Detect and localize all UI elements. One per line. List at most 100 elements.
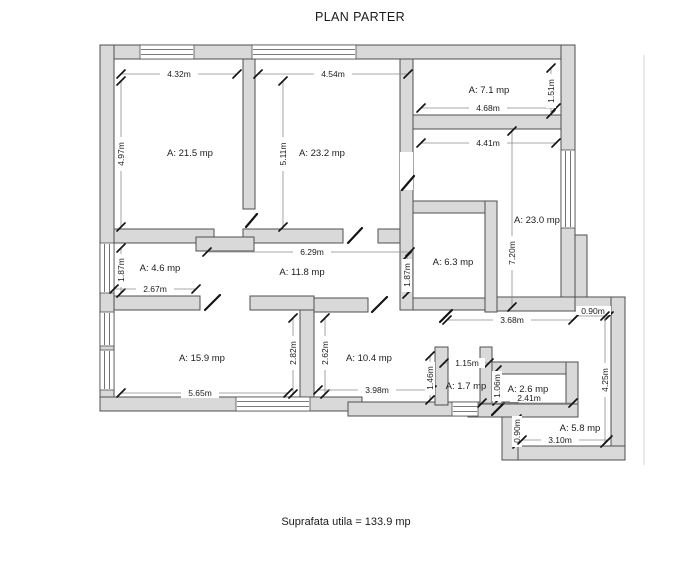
dimension: 3.68m [442,315,578,325]
door-leaf [203,293,222,312]
dimension-label: 2.41m [517,393,541,403]
dimension: 0.90m [512,414,522,449]
room-area-label: A: 2.6 mp [508,384,549,395]
dimension: 1.87m [402,251,412,299]
dimension-label: 2.62m [320,341,330,365]
door-leaf [438,308,454,324]
wall-segment [610,296,626,461]
page-title: PLAN PARTER [315,10,405,24]
window-symbol [235,396,311,412]
door-leaf [346,226,364,245]
window-symbol [99,242,115,294]
window-symbol [560,149,576,229]
wall-segment [113,228,215,244]
dimension-label: 3.68m [500,315,524,325]
dimension-label: 2.67m [143,284,167,294]
window-symbol [251,44,357,60]
room-area-label: A: 23.2 mp [299,148,345,159]
wall-segment [242,228,344,244]
dimension-label: 6.29m [300,247,324,257]
dimension: 4.54m [253,69,413,79]
wall-segment [504,445,626,461]
dimension-label: 2.82m [288,341,298,365]
room-area-label: A: 4.6 mp [140,263,181,274]
dimension: 2.67m [109,284,201,294]
wall-segment [99,396,363,412]
window-symbol [99,311,115,347]
windows [99,44,576,417]
wall-segment [574,234,588,301]
dimension: 1.51m [546,63,556,119]
wall-segment [496,296,576,312]
room-labels: A: 21.5 mp A: 23.2 mp A: 7.1 mp A: 23.0 … [140,85,601,434]
door-leaf [400,174,416,192]
dimension-label: 1.87m [402,263,412,287]
room-area-label: A: 23.0 mp [514,215,560,226]
dimension: 4.68m [416,103,561,113]
dimension-label: 3.98m [365,385,389,395]
dimension-label: 5.65m [188,388,212,398]
door-leaf [244,212,259,229]
dimension-label: 4.41m [476,138,500,148]
dimension-label: 1.87m [116,258,126,282]
room-area-label: A: 1.7 mp [446,381,487,392]
dimension: 4.97m [116,76,126,232]
window-symbol [139,44,195,60]
dimension-label: 0.90m [512,419,522,443]
dimension: 5.65m [116,388,293,398]
dimension-label: 4.54m [321,69,345,79]
wall-segment [412,297,486,311]
dimension: 4.32m [116,69,242,79]
dimension: 2.82m [288,313,298,399]
dimension-label: 4.68m [476,103,500,113]
room-area-label: A: 7.1 mp [469,85,510,96]
dimension: 3.98m [313,385,437,395]
wall-segment [479,346,493,406]
dimension: 0.90m [572,306,614,321]
wall-segment [467,403,579,418]
wall-segment [412,114,562,130]
wall-segment [113,295,201,311]
dimension: 5.11m [278,76,288,232]
dimension: 1.06m [492,365,502,406]
dimension-label: 1.51m [546,79,556,103]
wall-segment [299,309,315,398]
door-leaf [490,401,506,417]
wall-segment [434,346,449,406]
room-area-label: A: 5.8 mp [560,423,601,434]
room-area-label: A: 10.4 mp [346,353,392,364]
room-area-label: A: 21.5 mp [167,148,213,159]
wall-segment [313,297,369,313]
dimension: 2.62m [320,313,330,399]
dimension-label: 5.11m [278,143,288,166]
dimension: 1.87m [116,243,126,298]
dimension-label: 4.25m [600,368,610,392]
dimension: 1.15m [439,358,494,368]
room-area-label: A: 6.3 mp [433,257,474,268]
room-area-label: A: 11.8 mp [279,267,324,278]
wall-segment [195,236,255,252]
wall-segment [491,361,579,375]
window-symbol [451,401,479,417]
dimension: 3.10m [517,435,613,445]
wall-segment [249,295,315,311]
dimension-label: 1.06m [492,374,502,398]
dimension: 4.41m [416,138,561,148]
dimension: 2.41m [477,393,578,408]
wall-segment [242,58,256,210]
doors [203,174,506,417]
room-area-label: A: 15.9 mp [179,353,225,364]
total-area-label: Suprafata utila = 133.9 mp [281,516,410,528]
wall-segment [412,200,491,214]
dimension-label: 1.46m [425,366,435,390]
dimension-label: 4.32m [167,69,191,79]
dimension: 7.20m [507,126,517,312]
window-symbol [99,349,115,391]
dimension-label: 3.10m [548,435,572,445]
dimension: 4.25m [600,311,610,448]
door-leaf [370,295,389,314]
dimension-label: 1.15m [455,358,479,368]
dimension-label: 7.20m [507,241,517,265]
